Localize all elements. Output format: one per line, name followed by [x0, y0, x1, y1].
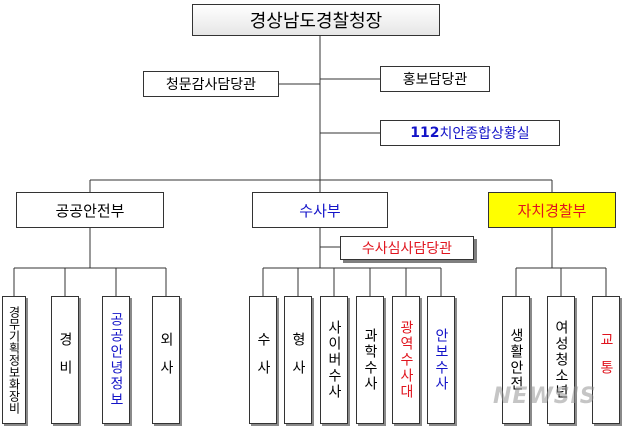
chief-label: 경상남도경찰청장 — [249, 11, 383, 32]
unit-security-investigation: 안보수사 — [427, 296, 455, 424]
unit-investigation: 수사 — [249, 296, 277, 424]
unit-label: 공공안녕정보 — [108, 312, 124, 408]
public-safety-dept-label: 공공안전부 — [55, 201, 125, 220]
chief-box: 경상남도경찰청장 — [192, 4, 440, 36]
pr-office-box: 홍보담당관 — [380, 66, 490, 92]
unit-label: 생활안전 — [508, 328, 524, 392]
autonomous-police-dept-label: 자치경찰부 — [517, 201, 587, 220]
unit-label: 수사 — [255, 332, 271, 388]
unit-label: 광역수사대 — [398, 320, 414, 400]
investigation-review-label: 수사심사담당관 — [361, 241, 453, 257]
unit-traffic: 교통 — [592, 296, 620, 424]
audit-office-box: 청문감사담당관 — [143, 71, 279, 97]
unit-label: 과학수사 — [362, 328, 378, 392]
unit-label: 여성청소년 — [553, 320, 569, 400]
situation-room-label: 치안종합상황실 — [439, 126, 530, 142]
newsis-watermark: NEWSIS — [493, 384, 597, 409]
unit-cyber: 사이버수사 — [320, 296, 348, 424]
unit-community-safety: 생활안전 — [502, 296, 530, 424]
public-safety-dept-box: 공공안전부 — [16, 192, 164, 228]
unit-label: 사이버수사 — [326, 320, 342, 400]
unit-women-youth: 여성청소년 — [547, 296, 575, 424]
unit-planning-equipment: 경무기획정보화장비 — [2, 296, 26, 424]
unit-label: 경무기획정보화장비 — [7, 306, 21, 414]
investigation-dept-label: 수사부 — [299, 201, 341, 220]
audit-office-label: 청문감사담당관 — [165, 77, 257, 93]
unit-label: 안보수사 — [433, 328, 449, 392]
unit-security: 경비 — [51, 296, 79, 424]
investigation-review-box: 수사심사담당관 — [340, 236, 474, 260]
unit-label: 형사 — [290, 332, 306, 388]
situation-room-number: 112 — [410, 125, 440, 141]
unit-public-order-info: 공공안녕정보 — [102, 296, 130, 424]
unit-foreign-affairs: 외사 — [152, 296, 180, 424]
unit-forensic: 과학수사 — [356, 296, 384, 424]
unit-criminal: 형사 — [284, 296, 312, 424]
unit-label: 교통 — [598, 332, 614, 388]
unit-metro-investigation: 광역수사대 — [392, 296, 420, 424]
unit-label: 경비 — [57, 332, 73, 388]
autonomous-police-dept-box: 자치경찰부 — [488, 192, 616, 228]
pr-office-label: 홍보담당관 — [402, 72, 468, 88]
investigation-dept-box: 수사부 — [252, 192, 388, 228]
unit-label: 외사 — [158, 332, 174, 388]
